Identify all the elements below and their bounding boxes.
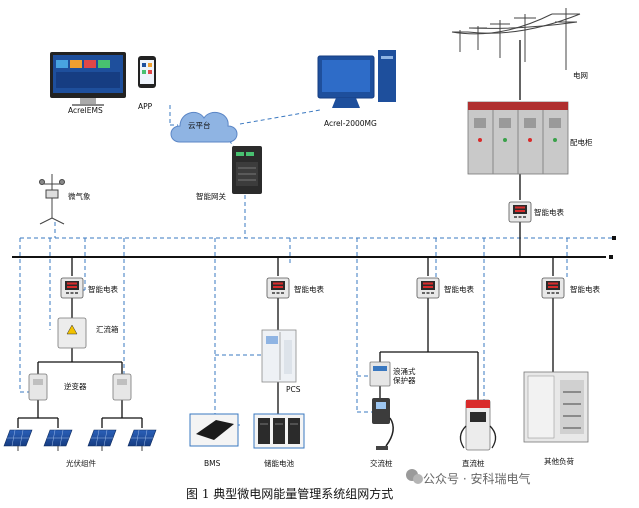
- pv-panel-icon: [87, 429, 117, 452]
- switchgear-icon: [467, 101, 569, 175]
- power-lines: [17, 40, 554, 428]
- meter-main-icon: [508, 201, 532, 223]
- meter-storage-icon: [266, 277, 290, 299]
- label-bms: BMS: [204, 459, 221, 468]
- utility-poles-icon: [451, 8, 581, 70]
- label-switchgear: 配电柜: [570, 138, 593, 147]
- pcs-icon: [261, 329, 297, 383]
- label-acrel-ems: AcrelEMS: [68, 106, 103, 115]
- gateway-icon: [232, 146, 262, 194]
- label-meter-load: 智能电表: [570, 285, 600, 294]
- label-app: APP: [138, 102, 153, 111]
- label-ac-pile: 交流桩: [370, 459, 393, 468]
- label-inverter: 逆变器: [64, 382, 87, 391]
- comm-lines: [19, 105, 612, 426]
- battery-icon: [253, 413, 305, 449]
- phone-icon: [138, 56, 156, 88]
- dc-charging-pile-icon: [459, 399, 497, 451]
- surge-protector-icon: [369, 361, 391, 387]
- weather-station-icon: [39, 174, 65, 225]
- bus-end-marker: [609, 255, 613, 259]
- pv-panel-icon: [3, 429, 33, 452]
- inverter-icon: [112, 373, 132, 401]
- label-meter-pv: 智能电表: [88, 285, 118, 294]
- meter-load-icon: [541, 277, 565, 299]
- label-gateway: 智能网关: [196, 192, 226, 201]
- bms-icon: [189, 413, 239, 447]
- label-cloud: 云平台: [188, 121, 211, 130]
- label-acrel-2000mg: Acrel-2000MG: [324, 119, 377, 128]
- wechat-logo-icon: [406, 469, 423, 484]
- label-grid: 电网: [573, 71, 588, 80]
- inverter-icon: [28, 373, 48, 401]
- computer-icon: [317, 50, 396, 108]
- label-surge-protector: 浪涌式 保护器: [393, 367, 416, 385]
- label-meter-charging: 智能电表: [444, 285, 474, 294]
- pv-panel-icon: [43, 429, 73, 452]
- label-other-load: 其他负荷: [544, 457, 574, 466]
- bus-end-marker: [612, 236, 616, 240]
- watermark: 公众号 · 安科瑞电气: [423, 472, 531, 486]
- meter-pv-icon: [60, 277, 84, 299]
- cloud-icon: [170, 111, 238, 143]
- ac-charging-pile-icon: [372, 398, 394, 450]
- label-combiner-box: 汇流箱: [96, 325, 119, 334]
- label-meter-storage: 智能电表: [294, 285, 324, 294]
- figure-caption: 图 1 典型微电网能量管理系统组网方式: [186, 487, 394, 501]
- pv-panel-icon: [127, 429, 157, 452]
- monitor-icon: [50, 52, 126, 106]
- load-cabinet-icon: [523, 371, 589, 443]
- combiner-box-icon: [57, 317, 87, 349]
- label-pv-modules: 光伏组件: [66, 459, 96, 468]
- label-battery: 储能电池: [264, 459, 294, 468]
- label-meter-main: 智能电表: [534, 208, 564, 217]
- meter-charging-icon: [416, 277, 440, 299]
- label-pcs: PCS: [286, 385, 301, 394]
- label-weather: 微气象: [68, 192, 91, 201]
- label-dc-pile: 直流桩: [462, 459, 485, 468]
